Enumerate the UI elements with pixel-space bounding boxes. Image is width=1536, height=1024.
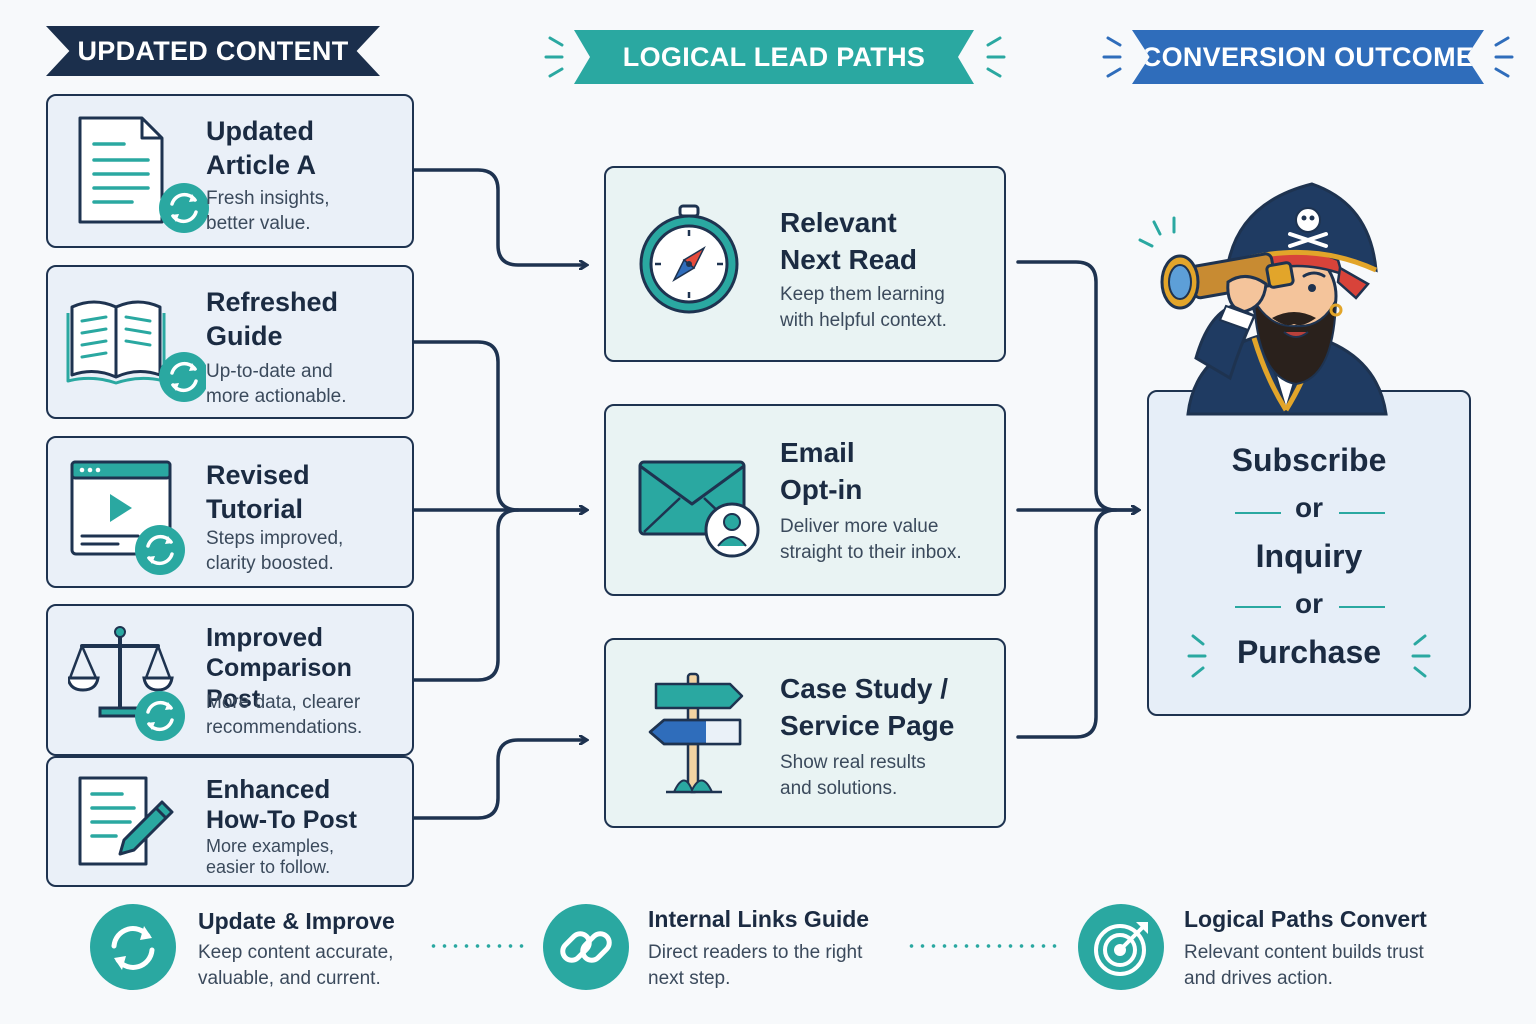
dotted-separator: [906, 944, 1062, 948]
header-logical-lead-paths: LOGICAL LEAD PATHS: [574, 30, 974, 84]
divider-line: [1235, 606, 1281, 608]
connector-article: [412, 168, 585, 265]
dotted-separator: [428, 944, 526, 948]
connector-comparison: [412, 508, 520, 682]
refresh-icon: [90, 904, 176, 990]
footer-title: Update & Improve: [198, 908, 395, 934]
sparkle-icon: [544, 36, 564, 78]
signpost-icon: [648, 672, 744, 794]
document-refresh-icon: [78, 116, 209, 233]
outcome-subscribe: Subscribe: [1231, 442, 1387, 478]
connector-howto: [412, 740, 585, 820]
connector-case-study: [1016, 508, 1118, 739]
scales-refresh-icon: [68, 626, 185, 741]
document-pencil-icon: [78, 776, 174, 866]
pirate-telescope-icon: [1138, 182, 1388, 416]
header-updated-label: UPDATED CONTENT: [77, 35, 349, 66]
path-card-title: Case Study /Service Page: [780, 673, 955, 741]
divider-line: [1339, 606, 1385, 608]
footer-title: Logical Paths Convert: [1184, 906, 1427, 932]
footer-title: Internal Links Guide: [648, 906, 870, 932]
content-card-desc: Steps improved,clarity boosted.: [206, 528, 344, 574]
sparkle-icon: [1187, 634, 1207, 678]
outcome-or: or: [1295, 588, 1323, 619]
chain-link-icon: [543, 904, 629, 990]
connector-next-read: [1016, 260, 1137, 510]
divider-line: [1339, 512, 1385, 514]
conversion-outcome-box: Subscribe or Inquiry or Purchase: [1147, 390, 1471, 716]
footer-desc: Keep content accurate,valuable, and curr…: [198, 942, 394, 989]
video-refresh-icon: [70, 460, 185, 575]
outcome-purchase: Purchase: [1236, 634, 1382, 670]
compass-icon: [639, 204, 739, 314]
target-arrow-icon: [1078, 904, 1164, 990]
connector-guide: [412, 340, 585, 510]
header-conversion-outcome: CONVERSION OUTCOME: [1132, 30, 1484, 84]
outcome-inquiry: Inquiry: [1255, 538, 1363, 574]
envelope-user-icon: [638, 460, 760, 558]
book-refresh-icon: [66, 300, 206, 402]
header-paths-label: LOGICAL LEAD PATHS: [622, 41, 926, 72]
sparkle-icon: [1494, 36, 1514, 78]
sparkle-icon: [1411, 634, 1431, 678]
sparkle-icon: [1102, 36, 1122, 78]
content-card-desc: More examples,easier to follow.: [206, 836, 335, 877]
outcome-or: or: [1295, 492, 1323, 523]
content-card-desc: Fresh insights,better value.: [206, 188, 330, 234]
divider-line: [1235, 512, 1281, 514]
header-updated-content: UPDATED CONTENT: [46, 26, 380, 76]
path-card-case-study[interactable]: Case Study /Service Page Show real resul…: [604, 638, 1006, 828]
header-outcome-label: CONVERSION OUTCOME: [1141, 41, 1475, 72]
sparkle-icon: [986, 36, 1006, 78]
